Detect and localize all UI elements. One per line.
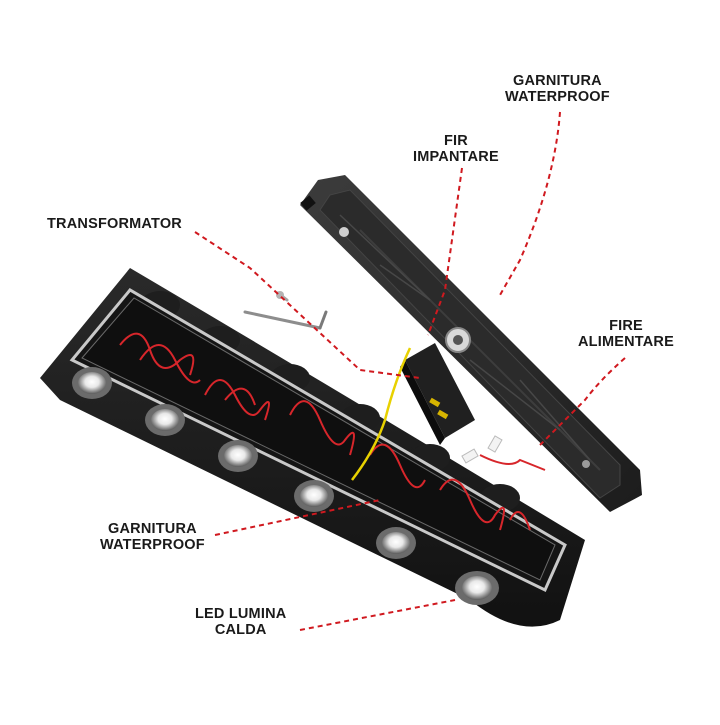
callout-text: TRANSFORMATOR [47, 216, 182, 232]
wire-connectors [461, 435, 503, 464]
led-icon [72, 367, 112, 399]
callout-text: IMPANTARE [413, 149, 499, 165]
callout-text: GARNITURA [108, 521, 197, 537]
screw-icon [582, 460, 590, 468]
led-icon [455, 571, 499, 605]
earth-wire [351, 347, 412, 481]
callout-line-garnitura-bottom [214, 499, 381, 536]
callout-text: GARNITURA [513, 73, 602, 89]
callout-text: WATERPROOF [505, 89, 610, 105]
callout-fir-impantare: FIR IMPANTARE [413, 133, 499, 165]
transformer [400, 343, 475, 445]
callout-text: WATERPROOF [100, 537, 205, 553]
callout-line-garnitura-top [499, 111, 561, 296]
callout-text: FIR [443, 133, 468, 149]
callout-line-fire-alimentare [539, 357, 626, 446]
led-icon [145, 404, 185, 436]
lamp-housing [40, 268, 585, 627]
callout-line-transformator [194, 231, 421, 379]
callout-text: CALDA [214, 622, 267, 638]
screw-icon [339, 227, 349, 237]
callout-lines [194, 111, 626, 631]
callout-led-lumina-calda: LED LUMINA CALDA [195, 606, 286, 638]
callout-transformator: TRANSFORMATOR [47, 216, 182, 232]
callout-fire-alimentare: FIRE ALIMENTARE [578, 318, 674, 350]
led-icon [376, 527, 416, 559]
callout-line-fir-impantare [427, 167, 463, 336]
callout-line-led [299, 599, 456, 631]
callout-garnitura-waterproof-top: GARNITURA WATERPROOF [505, 73, 610, 105]
callout-text: LED LUMINA [195, 606, 287, 622]
callout-text: FIRE [609, 318, 643, 334]
internal-wiring [119, 332, 546, 531]
callout-garnitura-waterproof-bottom: GARNITURA WATERPROOF [100, 521, 205, 553]
led-array [72, 367, 499, 605]
led-icon [218, 440, 258, 472]
led-icon [294, 480, 334, 512]
callout-text: ALIMENTARE [578, 334, 674, 350]
hex-key-tool [243, 291, 328, 330]
